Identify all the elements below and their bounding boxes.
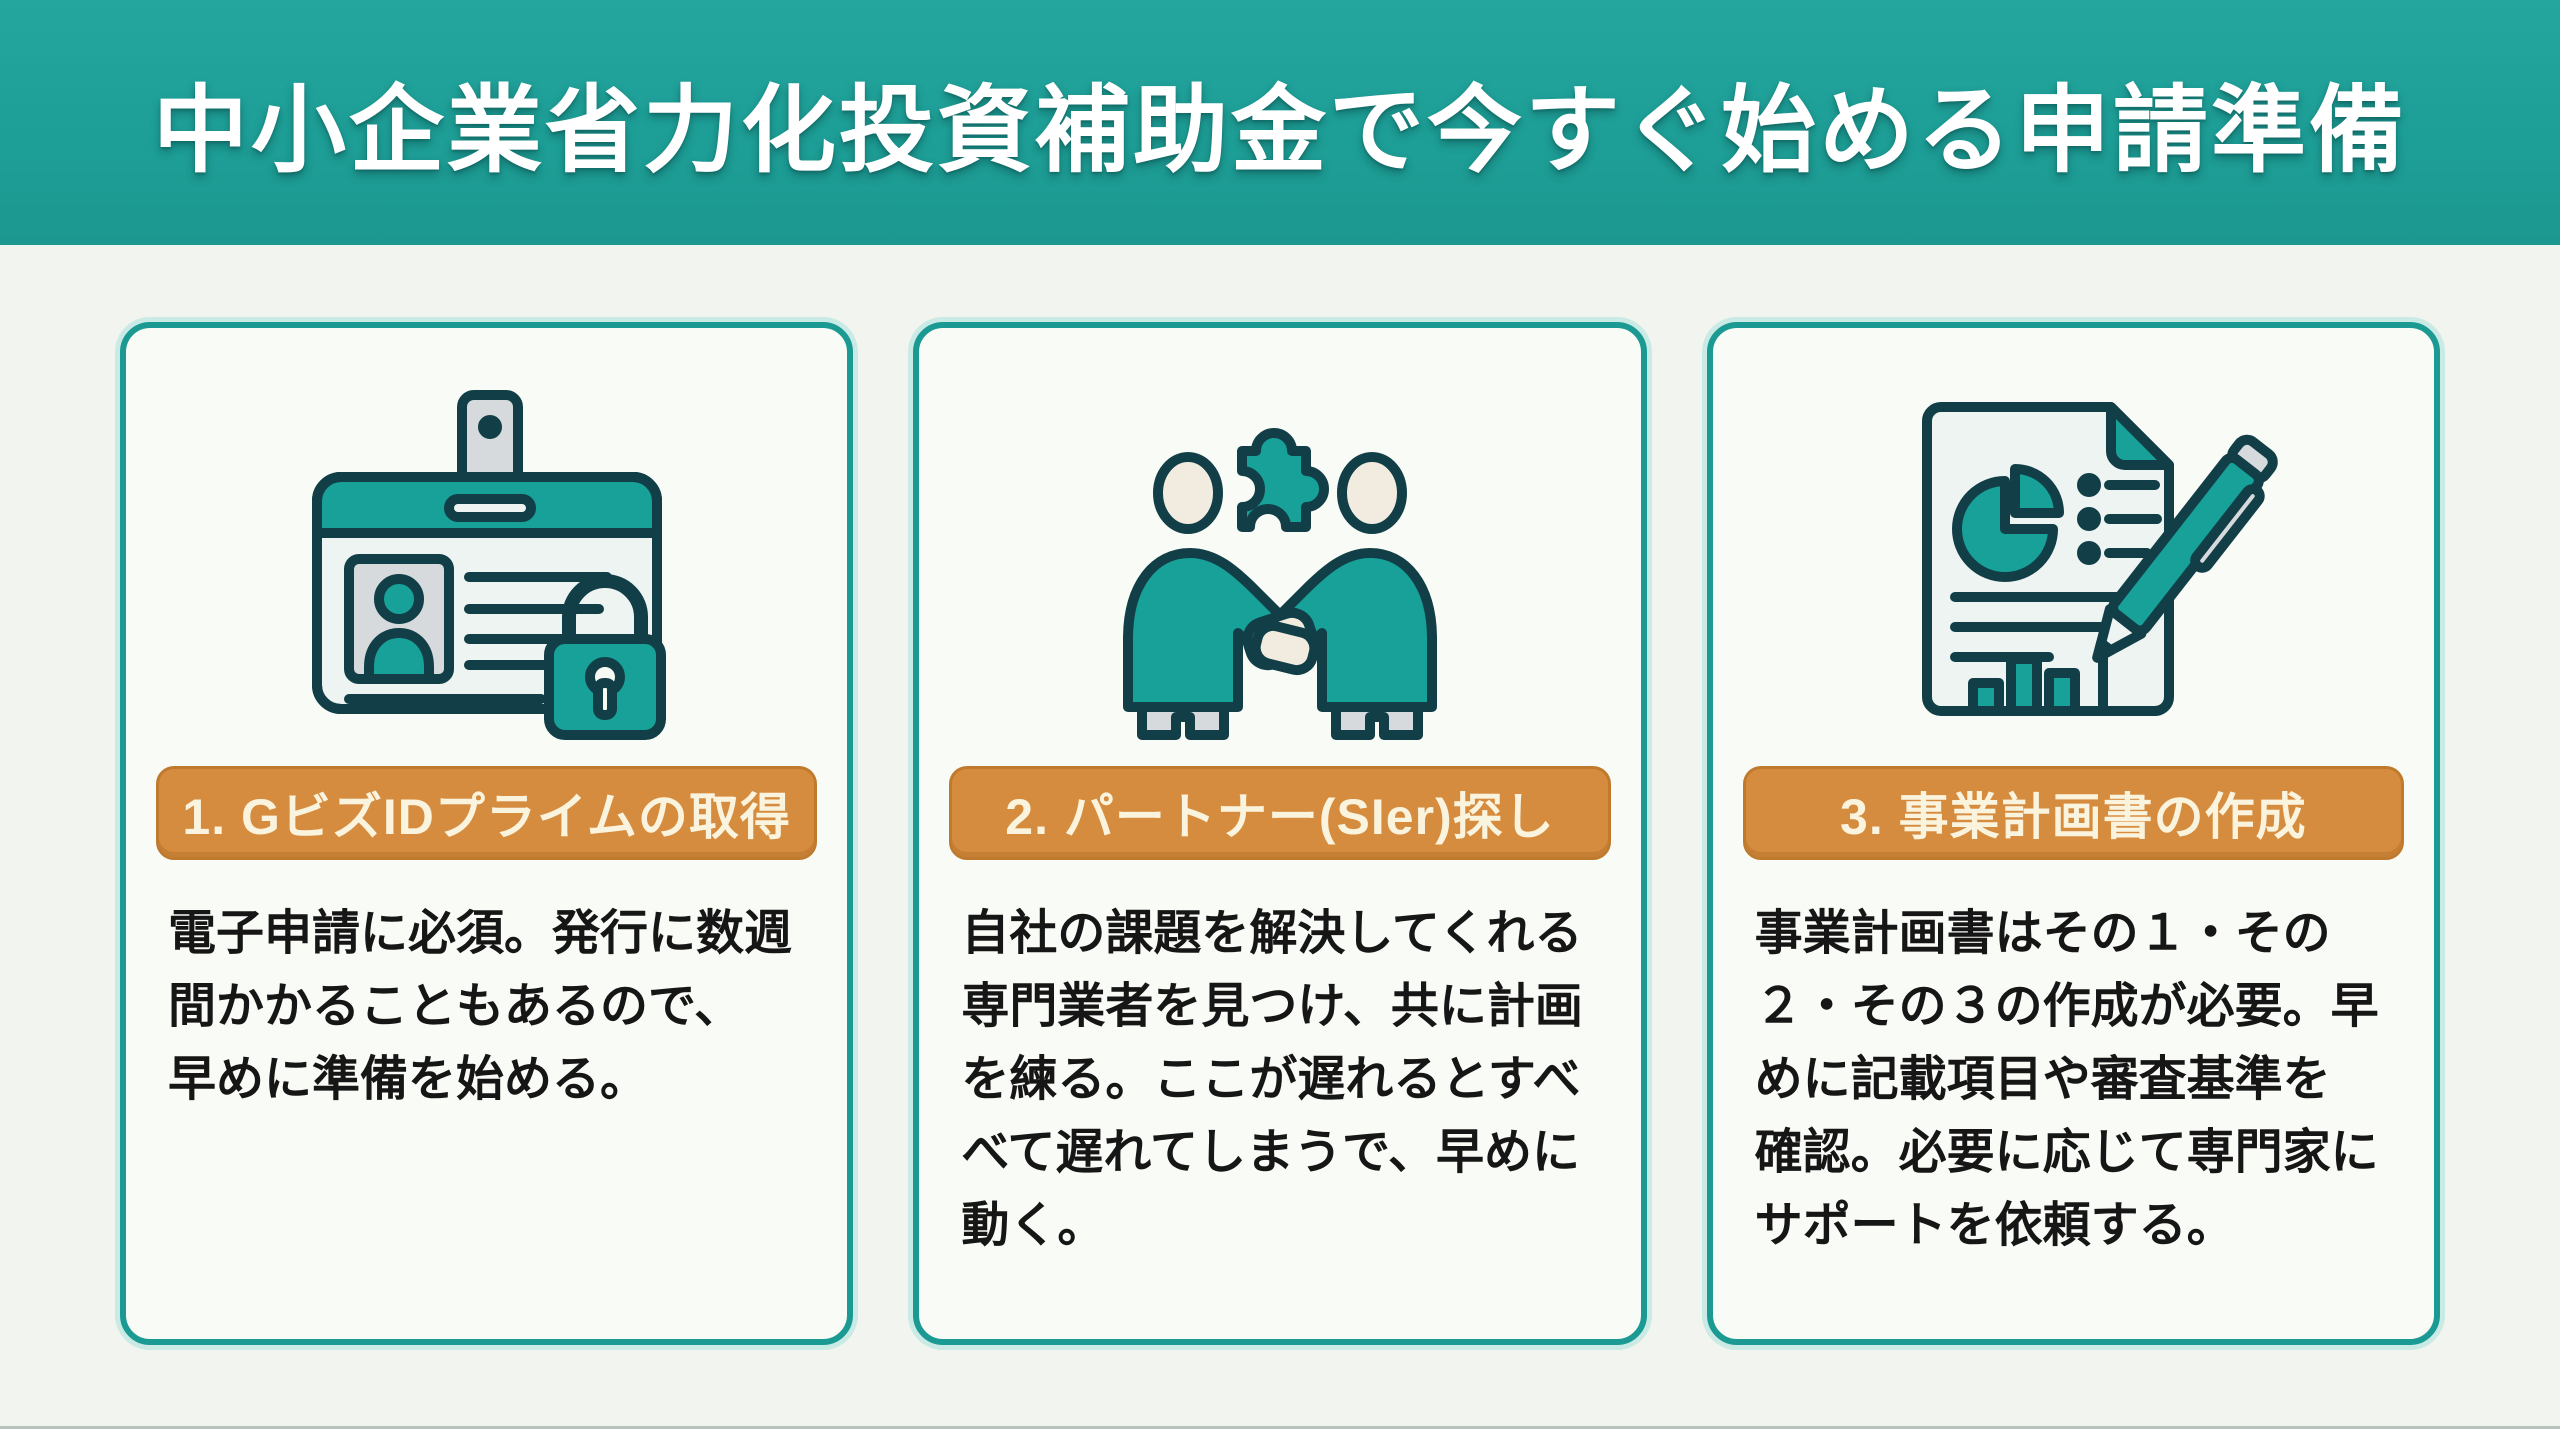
step-card-2: 2. パートナー(SIer)探し 自社の課題を解決してくれる 専門業者を見つけ、… [913,322,1647,1345]
header-banner: 中小企業省力化投資補助金で今すぐ始める申請準備 [0,0,2560,245]
document-pen-icon [1713,380,2434,742]
steps-container: 1. GビズIDプライムの取得 電子申請に必須。発行に数週 間かかることもあるの… [120,322,2440,1345]
step-card-1: 1. GビズIDプライムの取得 電子申請に必須。発行に数週 間かかることもあるの… [120,322,854,1345]
step-description: 電子申請に必須。発行に数週 間かかることもあるので、 早めに準備を始める。 [168,907,793,1106]
page-title: 中小企業省力化投資補助金で今すぐ始める申請準備 [152,78,2407,184]
id-card-lock-icon [126,380,847,742]
step-badge: 2. パートナー(SIer)探し [949,766,1611,860]
step-badge: 1. GビズIDプライムの取得 [156,766,818,860]
step-badge: 3. 事業計画書の作成 [1742,766,2404,860]
step-description: 自社の課題を解決してくれる 専門業者を見つけ、共に計画 を練る。ここが遅れるとす… [961,907,1583,1252]
handshake-puzzle-icon [919,380,1640,742]
bottom-edge-line [0,1426,2560,1429]
step-description: 事業計画書はその１・その ２・その３の作成が必要。早 めに記載項目や審査基準を … [1754,907,2379,1252]
step-card-3: 3. 事業計画書の作成 事業計画書はその１・その ２・その３の作成が必要。早 め… [1706,322,2440,1345]
